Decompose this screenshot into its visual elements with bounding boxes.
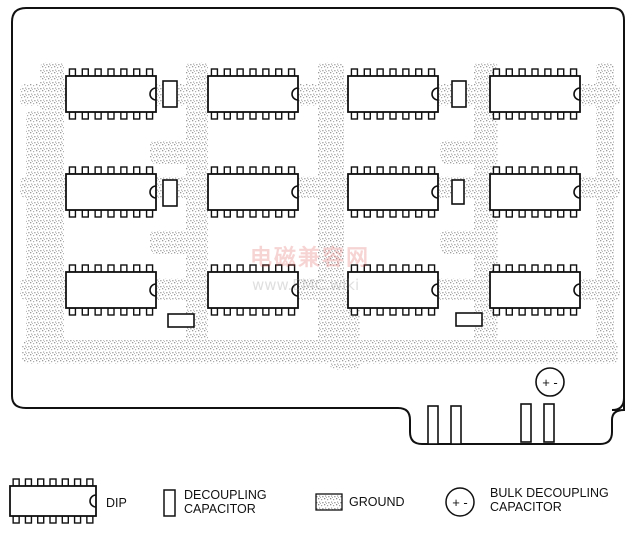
legend-ground-symbol bbox=[315, 493, 343, 511]
dip-chip bbox=[489, 166, 581, 218]
edge-connector-pins bbox=[427, 403, 555, 445]
decoupling-capacitors bbox=[162, 80, 483, 328]
legend-dip-symbol bbox=[9, 478, 97, 524]
dip-chip bbox=[207, 166, 299, 218]
dip-chip bbox=[489, 264, 581, 316]
bulk-decoupling-capacitor: + - bbox=[535, 367, 565, 397]
dip-chip bbox=[489, 68, 581, 120]
ground-region bbox=[150, 230, 194, 254]
legend: + - bbox=[9, 478, 475, 524]
legend-bulk-label: BULK DECOUPLING CAPACITOR bbox=[490, 486, 609, 514]
ground-region bbox=[40, 62, 64, 362]
legend-dip-label: DIP bbox=[106, 496, 127, 510]
bulk-capacitor-symbol: + - bbox=[542, 375, 558, 390]
ground-region bbox=[440, 230, 484, 254]
dip-chip bbox=[65, 264, 157, 316]
ground-plane bbox=[20, 62, 620, 370]
ground-region bbox=[26, 110, 42, 350]
watermark-url: www.EMC.wiki bbox=[252, 276, 360, 294]
dip-chip bbox=[347, 68, 439, 120]
legend-dip-chip bbox=[9, 478, 97, 524]
dip-chip bbox=[207, 68, 299, 120]
connector-pin bbox=[427, 405, 439, 445]
dip-chip bbox=[207, 264, 299, 316]
dip-chip bbox=[347, 166, 439, 218]
connector-pin bbox=[520, 403, 532, 443]
ground-region bbox=[440, 140, 484, 164]
legend-bulk-capacitor-symbol bbox=[445, 487, 475, 517]
dip-chip bbox=[65, 68, 157, 120]
decoupling-capacitor bbox=[451, 80, 467, 108]
decoupling-capacitor bbox=[162, 179, 178, 207]
board-outline bbox=[11, 7, 625, 445]
decoupling-capacitor bbox=[167, 313, 195, 328]
legend-bulk-symbol-text: + - bbox=[452, 495, 468, 510]
decoupling-capacitor bbox=[451, 179, 465, 205]
ground-region bbox=[150, 140, 194, 164]
dip-chip-array bbox=[65, 68, 581, 316]
ground-region bbox=[186, 62, 208, 362]
legend-decoupling-label: DECOUPLING CAPACITOR bbox=[184, 488, 267, 516]
ground-region bbox=[596, 62, 614, 362]
legend-decoupling-capacitor-symbol bbox=[163, 489, 176, 517]
decoupling-capacitor bbox=[455, 312, 483, 327]
ground-region bbox=[318, 62, 344, 362]
legend-ground-label: GROUND bbox=[349, 495, 405, 509]
dip-chip bbox=[65, 166, 157, 218]
decoupling-capacitor bbox=[162, 80, 178, 108]
connector-pin bbox=[450, 405, 462, 445]
watermark-chinese: 电磁兼容网 bbox=[250, 246, 371, 271]
dip-chip bbox=[347, 264, 439, 316]
connector-pin bbox=[543, 403, 555, 443]
ground-region bbox=[330, 300, 360, 370]
